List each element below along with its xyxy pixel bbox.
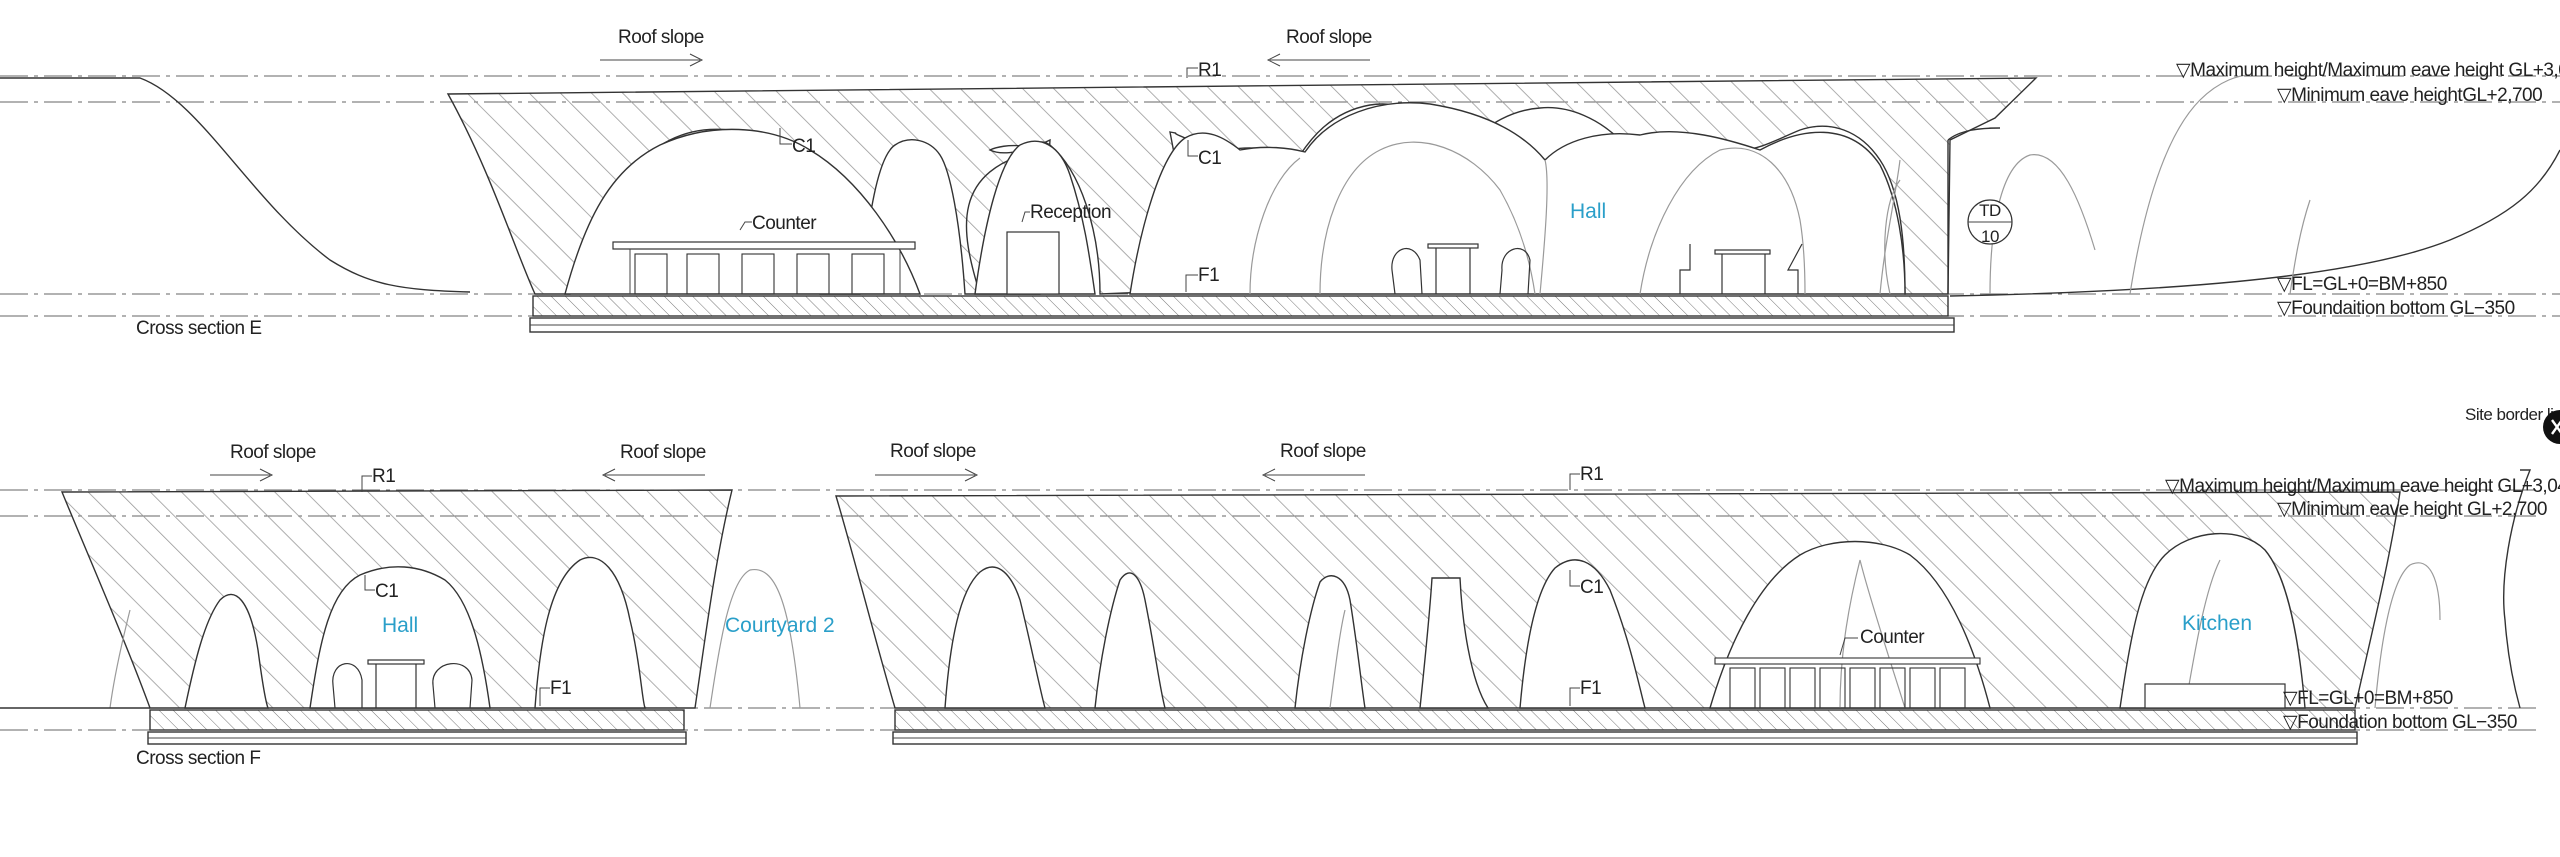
- floor-slab-f-right: [894, 709, 2356, 731]
- td-label-bottom: 10: [1981, 227, 1999, 246]
- r1-label-e: R1: [1198, 60, 1221, 81]
- c1-label-e-b: C1: [1198, 148, 1221, 169]
- kitchen-bench-f: [2144, 683, 2286, 709]
- c1-label-f-b: C1: [1580, 577, 1603, 598]
- f1-label-f-b: F1: [1580, 678, 1601, 699]
- floor-slab-f-left: [149, 709, 685, 731]
- inner-curve-e-3: [1539, 159, 1548, 295]
- inner-curve-e-5: [1879, 159, 1901, 295]
- floor-slab-e: [532, 295, 1949, 317]
- inner-curve-e-1: [1249, 157, 1301, 295]
- counter-furniture-f: [1714, 657, 1981, 709]
- caption-section-f: Cross section F: [136, 748, 260, 769]
- r1-label-f-b: R1: [1580, 464, 1603, 485]
- terrain-right-e: [1949, 149, 2560, 297]
- arch-f-6: [1294, 575, 1366, 709]
- level-max-e: ▽Maximum height/Maximum eave height GL+3…: [2176, 60, 2560, 81]
- arch-reception-e: [974, 140, 1096, 295]
- tree-right-e-3: [2289, 199, 2311, 295]
- hall-label-f: Hall: [382, 614, 418, 637]
- hall-label-e: Hall: [1570, 200, 1606, 223]
- hall-furniture-f: [332, 659, 473, 709]
- counter-furniture-e: [612, 241, 916, 295]
- close-icon: [2551, 419, 2560, 435]
- inner-curve-e-2: [1319, 141, 1536, 295]
- section-f: Roof slope Roof slope Roof slope Roof sl…: [0, 405, 2560, 769]
- hall-furniture-e: [1391, 243, 1803, 295]
- reception-label-e: Reception: [1030, 202, 1111, 223]
- counter-label-e: Counter: [752, 213, 817, 234]
- site-border-line: [2503, 469, 2532, 709]
- roof-slope-label-f-3: Roof slope: [890, 441, 976, 462]
- close-button[interactable]: [2543, 410, 2560, 444]
- arch-f-5: [1094, 572, 1166, 709]
- section-e: TD 10 Roof slope Roof slope R1 C1 C1 Cou…: [0, 27, 2560, 339]
- roof-slope-label-f-2: Roof slope: [620, 442, 706, 463]
- f1-label-f-a: F1: [550, 678, 571, 699]
- arch-f-3: [534, 556, 647, 709]
- courtyard-tree: [709, 568, 801, 709]
- tree-left-f: [109, 609, 131, 709]
- level-foundation-f: ▽Foundation bottom GL−350: [2283, 712, 2517, 733]
- counter-label-f: Counter: [1860, 627, 1925, 648]
- tree-right-f: [2374, 562, 2441, 709]
- level-max-f: ▽Maximum height/Maximum eave height GL+3…: [2165, 476, 2560, 497]
- inner-curve-e-6: [1884, 179, 1901, 295]
- td-marker-e: TD 10: [1967, 199, 2013, 246]
- kitchen-label-f: Kitchen: [2182, 612, 2252, 635]
- arch-kitchen-f: [2119, 532, 2306, 709]
- r1-label-f-a: R1: [372, 466, 395, 487]
- arch-f-8: [1519, 559, 1646, 709]
- roof-slope-label-e-left: Roof slope: [618, 27, 704, 48]
- arch-f-7: [1419, 577, 1490, 709]
- caption-section-e: Cross section E: [136, 318, 262, 339]
- c1-label-f-a: C1: [375, 581, 398, 602]
- level-fl-f: ▽FL=GL+0=BM+850: [2283, 688, 2453, 709]
- arch-hall-f: [309, 566, 491, 709]
- wall-right-e-2: [1947, 127, 2001, 141]
- terrain-left-e: [0, 77, 471, 293]
- arch-f-1: [184, 593, 270, 709]
- roof-slope-arrow-e-left: [600, 53, 704, 67]
- roof-slope-label-e-right: Roof slope: [1286, 27, 1372, 48]
- site-border-label: Site border li: [2465, 405, 2553, 424]
- f1-label-e: F1: [1198, 265, 1219, 286]
- level-foundation-e: ▽Foundaition bottom GL−350: [2277, 298, 2515, 319]
- tree-right-e-2: [2129, 74, 2251, 295]
- td-label-top: TD: [1979, 201, 2001, 220]
- arch-counter-f: [1709, 540, 1991, 709]
- roof-slope-label-f-1: Roof slope: [230, 442, 316, 463]
- roof-slope-label-f-4: Roof slope: [1280, 441, 1366, 462]
- c1-label-e-a: C1: [792, 136, 815, 157]
- roof-slope-arrow-e-right: [1266, 53, 1370, 67]
- arch-f-4: [944, 566, 1046, 709]
- level-fl-e: ▽FL=GL+0=BM+850: [2277, 274, 2447, 295]
- inner-curve-e-4: [1639, 147, 1806, 295]
- courtyard-label-f: Courtyard 2: [725, 614, 835, 637]
- level-min-f: ▽Minimum eave height GL+2,700: [2277, 499, 2547, 520]
- arch-counter-e: [564, 128, 922, 295]
- reception-desk-e: [1006, 231, 1060, 295]
- level-min-e: ▽Minimum eave heightGL+2,700: [2277, 85, 2542, 106]
- roof-mass-f-right: [835, 491, 2401, 709]
